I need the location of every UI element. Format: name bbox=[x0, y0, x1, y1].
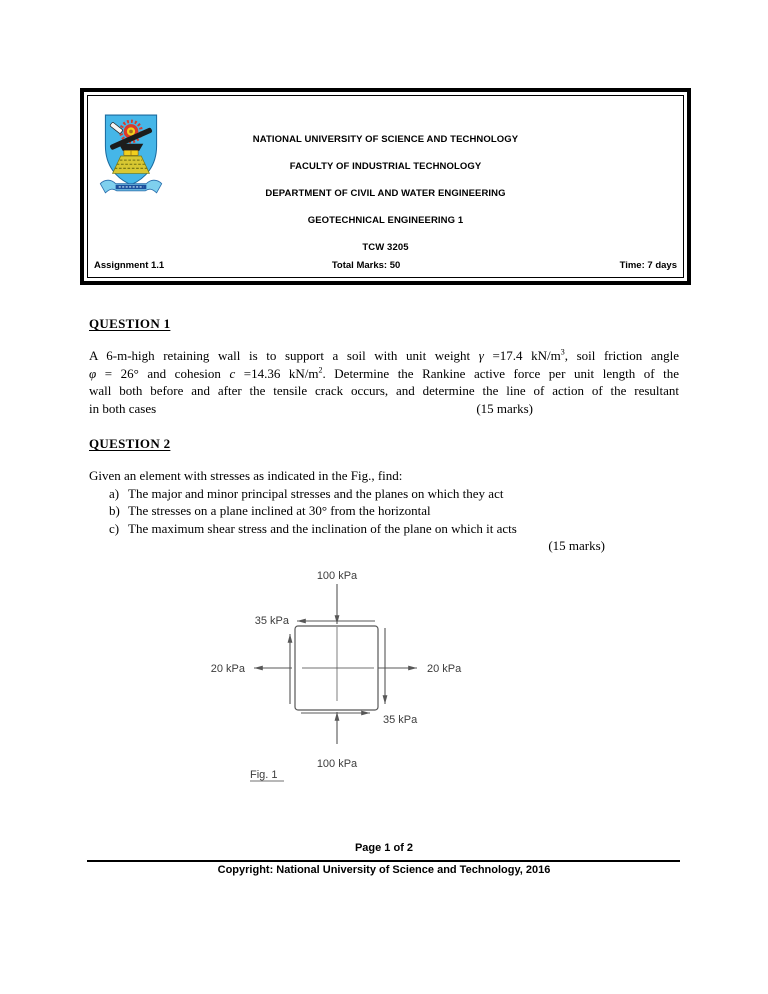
question1-line4-text: in both cases bbox=[89, 400, 157, 416]
stress-element-figure: 100 kPa 100 kPa 20 kPa 20 kPa 35 kPa 35 … bbox=[211, 570, 462, 782]
list-item-c-text: The maximum shear stress and the inclina… bbox=[128, 520, 517, 536]
course-code: TCW 3205 bbox=[362, 242, 409, 253]
question2-paragraph: Given an element with stresses as indica… bbox=[89, 467, 679, 555]
total-marks: Total Marks: 50 bbox=[331, 259, 401, 271]
list-item-b-label: b) bbox=[109, 503, 120, 518]
faculty-name: FACULTY OF INDUSTRIAL TECHNOLOGY bbox=[289, 161, 482, 172]
course-name: GEOTECHNICAL ENGINEERING 1 bbox=[307, 215, 464, 226]
question1-line2: φ = 26° and cohesion c =14.36 kN/m2. Det… bbox=[89, 365, 679, 381]
department-name: DEPARTMENT OF CIVIL AND WATER ENGINEERIN… bbox=[265, 188, 506, 199]
assignment-number: Assignment 1.1 bbox=[94, 259, 165, 271]
header-titles: NATIONAL UNIVERSITY OF SCIENCE AND TECHN… bbox=[88, 126, 683, 261]
list-item-a-label: a) bbox=[109, 485, 120, 501]
question2-intro: Given an element with stresses as indica… bbox=[89, 468, 403, 483]
crest-mound bbox=[112, 150, 150, 174]
header-meta-row: Assignment 1.1 Total Marks: 50 Time: 7 d… bbox=[94, 257, 677, 273]
question1-line1: A 6-m-high retaining wall is to support … bbox=[89, 347, 679, 363]
right-stress-label: 20 kPa bbox=[427, 663, 462, 675]
list-item-b: b) The stresses on a plane inclined at 3… bbox=[89, 502, 679, 520]
question1-paragraph: A 6-m-high retaining wall is to support … bbox=[89, 347, 679, 417]
list-item-c-label: c) bbox=[109, 520, 120, 536]
list-item-b-text: The stresses on a plane inclined at 30° … bbox=[128, 503, 431, 518]
figure-caption: Fig. 1 bbox=[250, 769, 278, 781]
question1-line3: wall both before and after the tensile c… bbox=[89, 383, 679, 398]
question1-heading: QUESTION 1 bbox=[89, 316, 171, 331]
time-allowed: Time: 7 days bbox=[619, 259, 677, 271]
question2-marks: (15 marks) bbox=[548, 538, 605, 553]
question1-marks: (15 marks) bbox=[476, 400, 533, 416]
page-number: Page 1 of 2 bbox=[354, 842, 414, 854]
bottom-stress-label: 100 kPa bbox=[317, 758, 358, 770]
header-box: NATIONAL UNIVERSITY OF SCIENCE AND TECHN… bbox=[80, 88, 691, 285]
list-item-c: c) The maximum shear stress and the incl… bbox=[89, 520, 679, 538]
university-name: NATIONAL UNIVERSITY OF SCIENCE AND TECHN… bbox=[252, 134, 519, 145]
list-item-a: a) The major and minor principal stresse… bbox=[89, 485, 679, 503]
list-item-a-text: The major and minor principal stresses a… bbox=[128, 485, 504, 501]
top-shear-label: 35 kPa bbox=[255, 615, 290, 627]
header-box-inner-border: NATIONAL UNIVERSITY OF SCIENCE AND TECHN… bbox=[87, 95, 684, 278]
left-stress-label: 20 kPa bbox=[211, 663, 246, 675]
footer-rule bbox=[87, 860, 680, 862]
crest-tools bbox=[109, 122, 153, 151]
top-stress-label: 100 kPa bbox=[317, 570, 358, 582]
crest-ribbon bbox=[99, 179, 163, 194]
university-logo-icon bbox=[99, 114, 163, 194]
question1-line4: in both cases (15 marks) bbox=[89, 400, 679, 418]
question2-heading: QUESTION 2 bbox=[89, 436, 171, 451]
bottom-shear-label: 35 kPa bbox=[383, 714, 418, 726]
copyright-notice: Copyright: National University of Scienc… bbox=[217, 864, 551, 876]
